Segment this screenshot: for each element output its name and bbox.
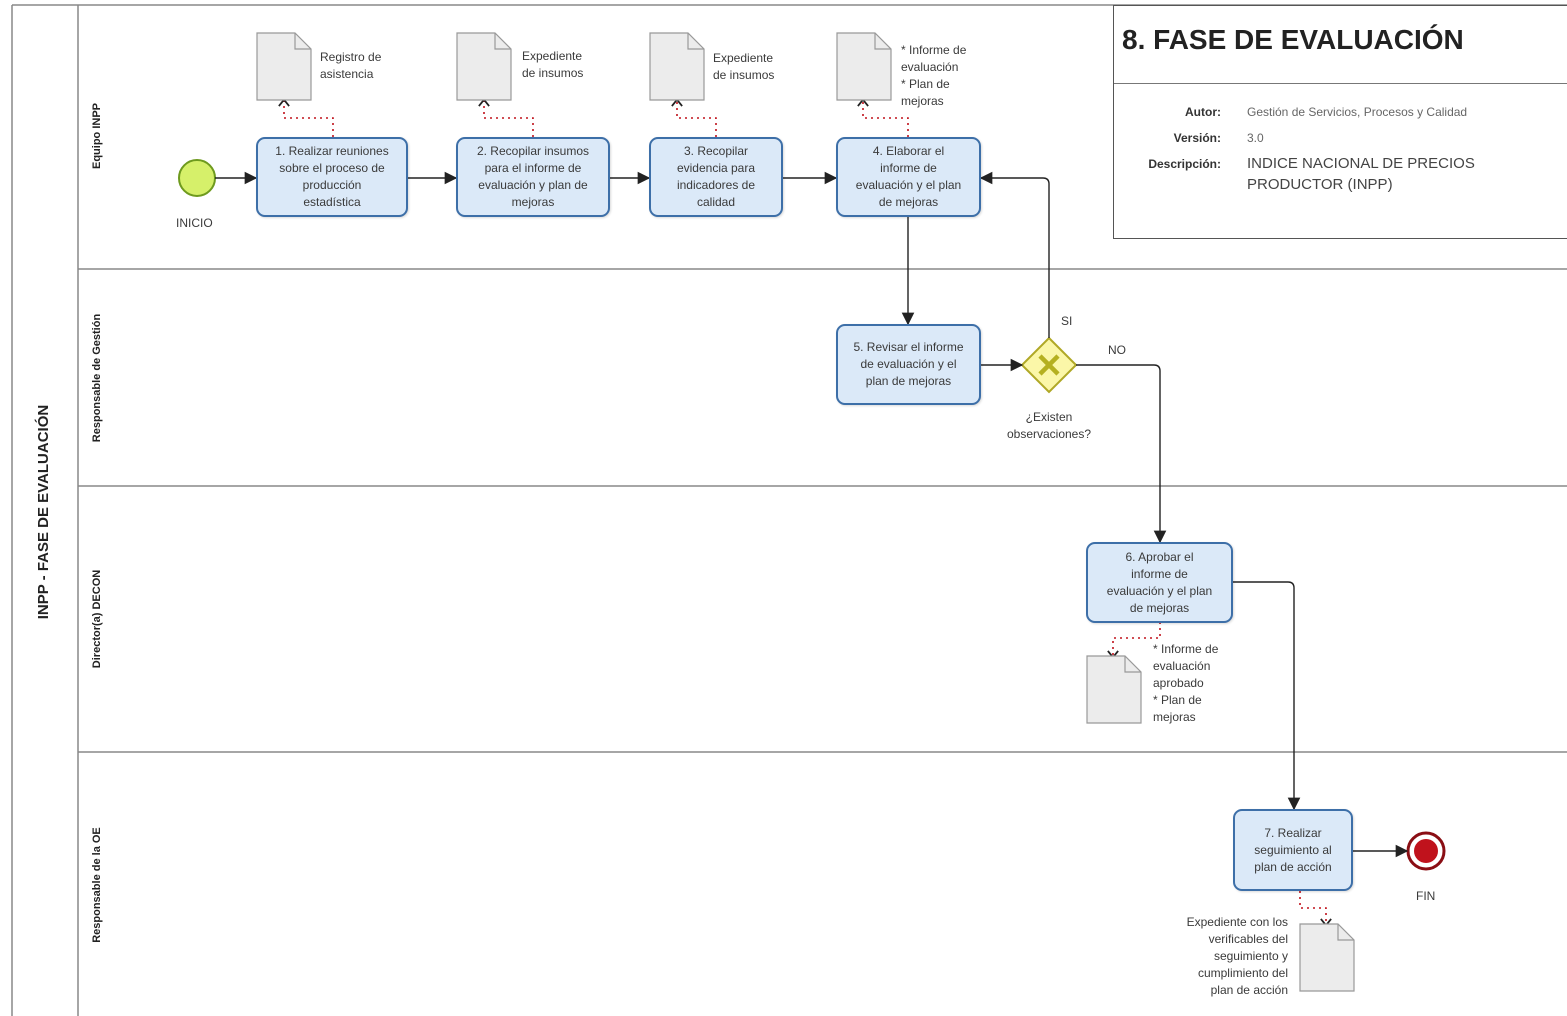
info-divider [1114, 83, 1567, 84]
gateway-no-label: NO [1108, 343, 1126, 357]
task-5-revisar-informe[interactable]: 5. Revisar el informe de evaluación y el… [836, 324, 981, 405]
lane-label-director-decon: Director(a) DECON [91, 569, 103, 669]
info-box: 8. FASE DE EVALUACIÓN Autor: Gestión de … [1113, 5, 1567, 239]
doc-label-informe-aprobado: * Informe de evaluación aprobado * Plan … [1153, 642, 1219, 724]
task-4-elaborar-informe[interactable]: 4. Elaborar el informe de evaluación y e… [836, 137, 981, 217]
start-event[interactable] [178, 159, 216, 197]
document-icon [1086, 655, 1142, 724]
info-title: 8. FASE DE EVALUACIÓN [1122, 24, 1464, 55]
pool-label: INPP - FASE DE EVALUACIÓN [35, 404, 52, 620]
sequence-flows [215, 171, 1409, 858]
version-value: 3.0 [1247, 131, 1264, 145]
task-3-recopilar-evidencia[interactable]: 3. Recopilar evidencia para indicadores … [649, 137, 783, 217]
exclusive-gateway[interactable] [1020, 336, 1078, 394]
end-event-label: FIN [1416, 889, 1436, 903]
descripcion-key: Descripción: [1148, 157, 1221, 171]
doc-label-expediente-verificables: Expediente con los verificables del segu… [1186, 915, 1288, 997]
version-key: Versión: [1173, 131, 1221, 145]
lane-label-responsable-gestion: Responsable de Gestión [91, 313, 103, 443]
autor-key: Autor: [1185, 105, 1221, 119]
data-objects [256, 32, 1355, 992]
end-event[interactable] [1406, 831, 1446, 871]
doc-label-registro-asistencia: Registro de asistencia [320, 50, 382, 81]
document-icon [649, 32, 705, 101]
descripcion-value: INDICE NACIONAL DE PRECIOS PRODUCTOR (IN… [1247, 155, 1475, 193]
gateway-question: ¿Existen observaciones? [1006, 410, 1092, 441]
doc-label-expediente-insumos-1: Expediente de insumos [522, 49, 584, 80]
task-7-realizar-seguimiento[interactable]: 7. Realizar seguimiento al plan de acció… [1233, 809, 1353, 891]
start-event-label: INICIO [176, 216, 213, 230]
lane-label-responsable-oe: Responsable de la OE [91, 827, 103, 943]
doc-label-informe-plan: * Informe de evaluación * Plan de mejora… [901, 43, 967, 108]
gateway-yes-label: SI [1061, 314, 1073, 328]
document-icon [456, 32, 512, 101]
autor-value: Gestión de Servicios, Procesos y Calidad [1247, 105, 1468, 119]
task-1-realizar-reuniones[interactable]: 1. Realizar reuniones sobre el proceso d… [256, 137, 408, 217]
document-icon [256, 32, 312, 101]
data-associations [278, 98, 1332, 927]
task-2-recopilar-insumos[interactable]: 2. Recopilar insumos para el informe de … [456, 137, 610, 217]
doc-label-expediente-insumos-2: Expediente de insumos [713, 51, 775, 82]
document-icon [1299, 923, 1355, 992]
task-6-aprobar-informe[interactable]: 6. Aprobar el informe de evaluación y el… [1086, 542, 1233, 623]
lane-label-equipo-inpp: Equipo INPP [91, 103, 103, 169]
document-icon [836, 32, 892, 101]
